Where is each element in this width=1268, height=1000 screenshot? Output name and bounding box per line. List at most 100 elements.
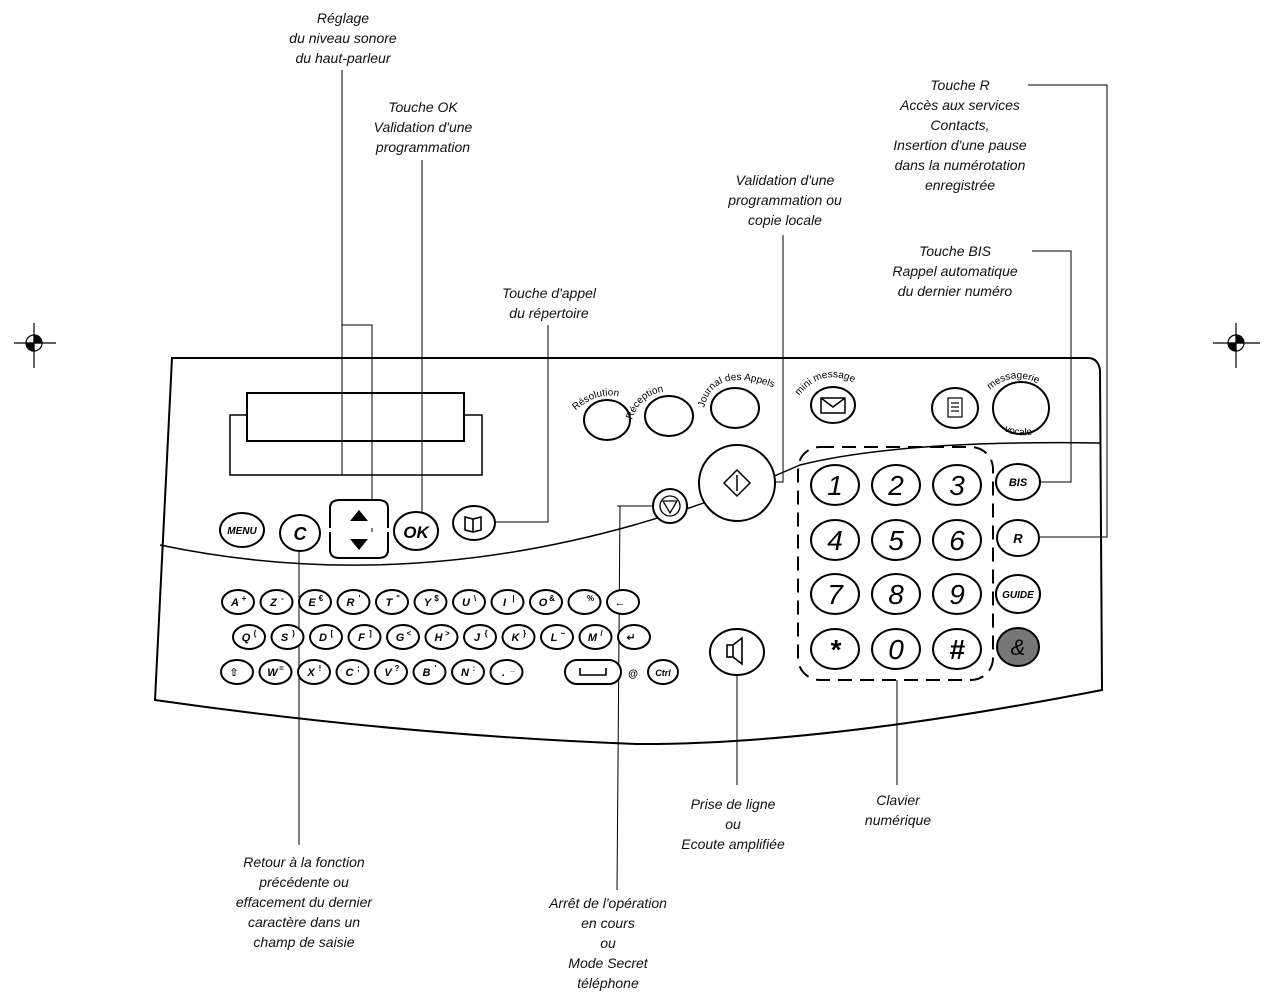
alpha-key[interactable]: X! [297, 659, 331, 685]
alpha-key[interactable]: % [567, 589, 602, 615]
alpha-key[interactable]: F] [347, 624, 382, 650]
alpha-key-alt: € [319, 594, 324, 603]
alpha-key[interactable]: N: [451, 659, 485, 685]
stop-icon [659, 495, 681, 517]
menu-button[interactable]: MENU [219, 512, 265, 548]
arrow-key-pad[interactable] [329, 499, 389, 559]
alpha-key[interactable]: V? [374, 659, 408, 685]
resolution-button[interactable]: Résolution [570, 387, 631, 441]
numpad-key[interactable]: 6 [932, 519, 982, 561]
alpha-key[interactable]: O& [529, 589, 563, 615]
alpha-key[interactable]: U\ [452, 589, 486, 615]
book-icon [464, 515, 482, 533]
ok-button[interactable]: OK [393, 511, 439, 551]
call-log-button[interactable]: Journal des Appels [696, 372, 776, 429]
document-button[interactable] [931, 387, 979, 429]
numpad-key[interactable]: 1 [810, 464, 860, 506]
voicemail-button[interactable]: messagerie vocale [985, 370, 1055, 438]
alpha-key-label: T [386, 597, 394, 609]
alpha-key-alt: \ [474, 594, 477, 603]
numpad-key-label: 0 [888, 634, 904, 665]
alpha-key-label: O [539, 597, 548, 609]
alpha-key-label: Y [424, 597, 433, 609]
alpha-key-alt: - [281, 594, 284, 603]
alpha-key-label: W [267, 667, 279, 679]
correction-button[interactable]: C [279, 514, 321, 552]
operator-logo-icon: & [1011, 635, 1026, 660]
alpha-key[interactable]: I| [490, 589, 525, 615]
arrow-down-icon [350, 539, 368, 550]
guide-button[interactable]: GUIDE [995, 574, 1041, 614]
ctrl-button[interactable]: Ctrl [647, 659, 679, 685]
alpha-key[interactable]: C; [335, 659, 370, 685]
numpad-key[interactable]: # [932, 628, 982, 670]
alpha-key-label: I [503, 597, 507, 609]
numpad-key[interactable]: 3 [932, 464, 982, 506]
alpha-key-label: E [308, 597, 316, 609]
bis-button[interactable]: BIS [995, 463, 1041, 501]
alpha-key[interactable]: T" [375, 589, 409, 615]
numpad-key[interactable]: 7 [810, 573, 860, 615]
r-button[interactable]: R [996, 519, 1040, 557]
numpad-key[interactable]: 4 [810, 519, 860, 561]
leader-lines [298, 70, 1108, 891]
svg-text:@: @ [628, 669, 638, 680]
alpha-key-alt: { [484, 629, 487, 638]
start-button[interactable] [698, 444, 776, 522]
reception-button[interactable]: Réception [624, 384, 694, 437]
alpha-key[interactable]: Y$ [413, 589, 448, 615]
alpha-key[interactable]: R' [336, 589, 371, 615]
alpha-key-alt: : [473, 664, 476, 673]
space-bar[interactable]: @ [564, 659, 638, 685]
arrow-up-icon [350, 510, 368, 521]
alpha-key[interactable]: S) [270, 624, 305, 650]
alpha-key-alt: & [549, 594, 555, 603]
numpad-key[interactable]: * [810, 628, 860, 670]
numpad-key[interactable]: 9 [932, 573, 982, 615]
alpha-key[interactable]: M/ [578, 624, 613, 650]
alpha-key[interactable]: A+ [221, 589, 255, 615]
alpha-key[interactable]: J{ [463, 624, 497, 650]
alpha-keyboard: A+Z-E€R'T"Y$U\I|O&%←Q(S)D[F]G<H>J{K}L~M/… [220, 589, 651, 685]
alpha-key[interactable]: ._ [489, 659, 524, 685]
alpha-key-label: G [396, 632, 405, 644]
mini-message-button[interactable]: mini message [793, 369, 870, 424]
alpha-key[interactable]: Q( [232, 624, 266, 650]
numpad-key[interactable]: 0 [871, 628, 921, 670]
alpha-key-label: B [423, 667, 431, 679]
alpha-key-alt: = [279, 664, 284, 673]
stop-button[interactable] [652, 488, 688, 524]
alpha-key-alt: ' [359, 594, 361, 603]
alpha-key[interactable]: Z- [259, 589, 294, 615]
alpha-key[interactable]: E€ [298, 589, 332, 615]
alpha-key-label: D [319, 632, 327, 644]
alpha-key-alt: ~ [561, 629, 566, 638]
alpha-key-label: J [474, 632, 481, 644]
alpha-key[interactable]: K} [501, 624, 536, 650]
alpha-key[interactable]: D[ [309, 624, 343, 650]
alpha-key[interactable]: H> [424, 624, 459, 650]
alpha-key-alt: | [512, 594, 514, 603]
alpha-key[interactable]: ↵ [617, 624, 651, 650]
operator-logo-button[interactable]: & [996, 627, 1040, 667]
numpad-key[interactable]: 5 [871, 519, 921, 561]
alpha-key[interactable]: ⇧ [220, 659, 254, 685]
panel-outline [153, 357, 1104, 746]
alpha-key-label: F [358, 632, 365, 644]
numpad-key[interactable]: 2 [871, 464, 921, 506]
alpha-key[interactable]: ← [606, 589, 640, 615]
alpha-key[interactable]: G< [386, 624, 420, 650]
alpha-key-label: ↵ [626, 632, 635, 644]
numpad-key[interactable]: 8 [871, 573, 921, 615]
alpha-key[interactable]: B' [412, 659, 447, 685]
lcd-screen [246, 392, 465, 442]
speaker-button[interactable] [709, 628, 765, 676]
alpha-key-label: ← [615, 597, 626, 609]
alpha-key[interactable]: L~ [540, 624, 574, 650]
alpha-key[interactable]: W= [258, 659, 293, 685]
alpha-key-alt: $ [434, 594, 439, 603]
phonebook-button[interactable] [452, 505, 496, 541]
alpha-key-label: K [512, 632, 521, 644]
